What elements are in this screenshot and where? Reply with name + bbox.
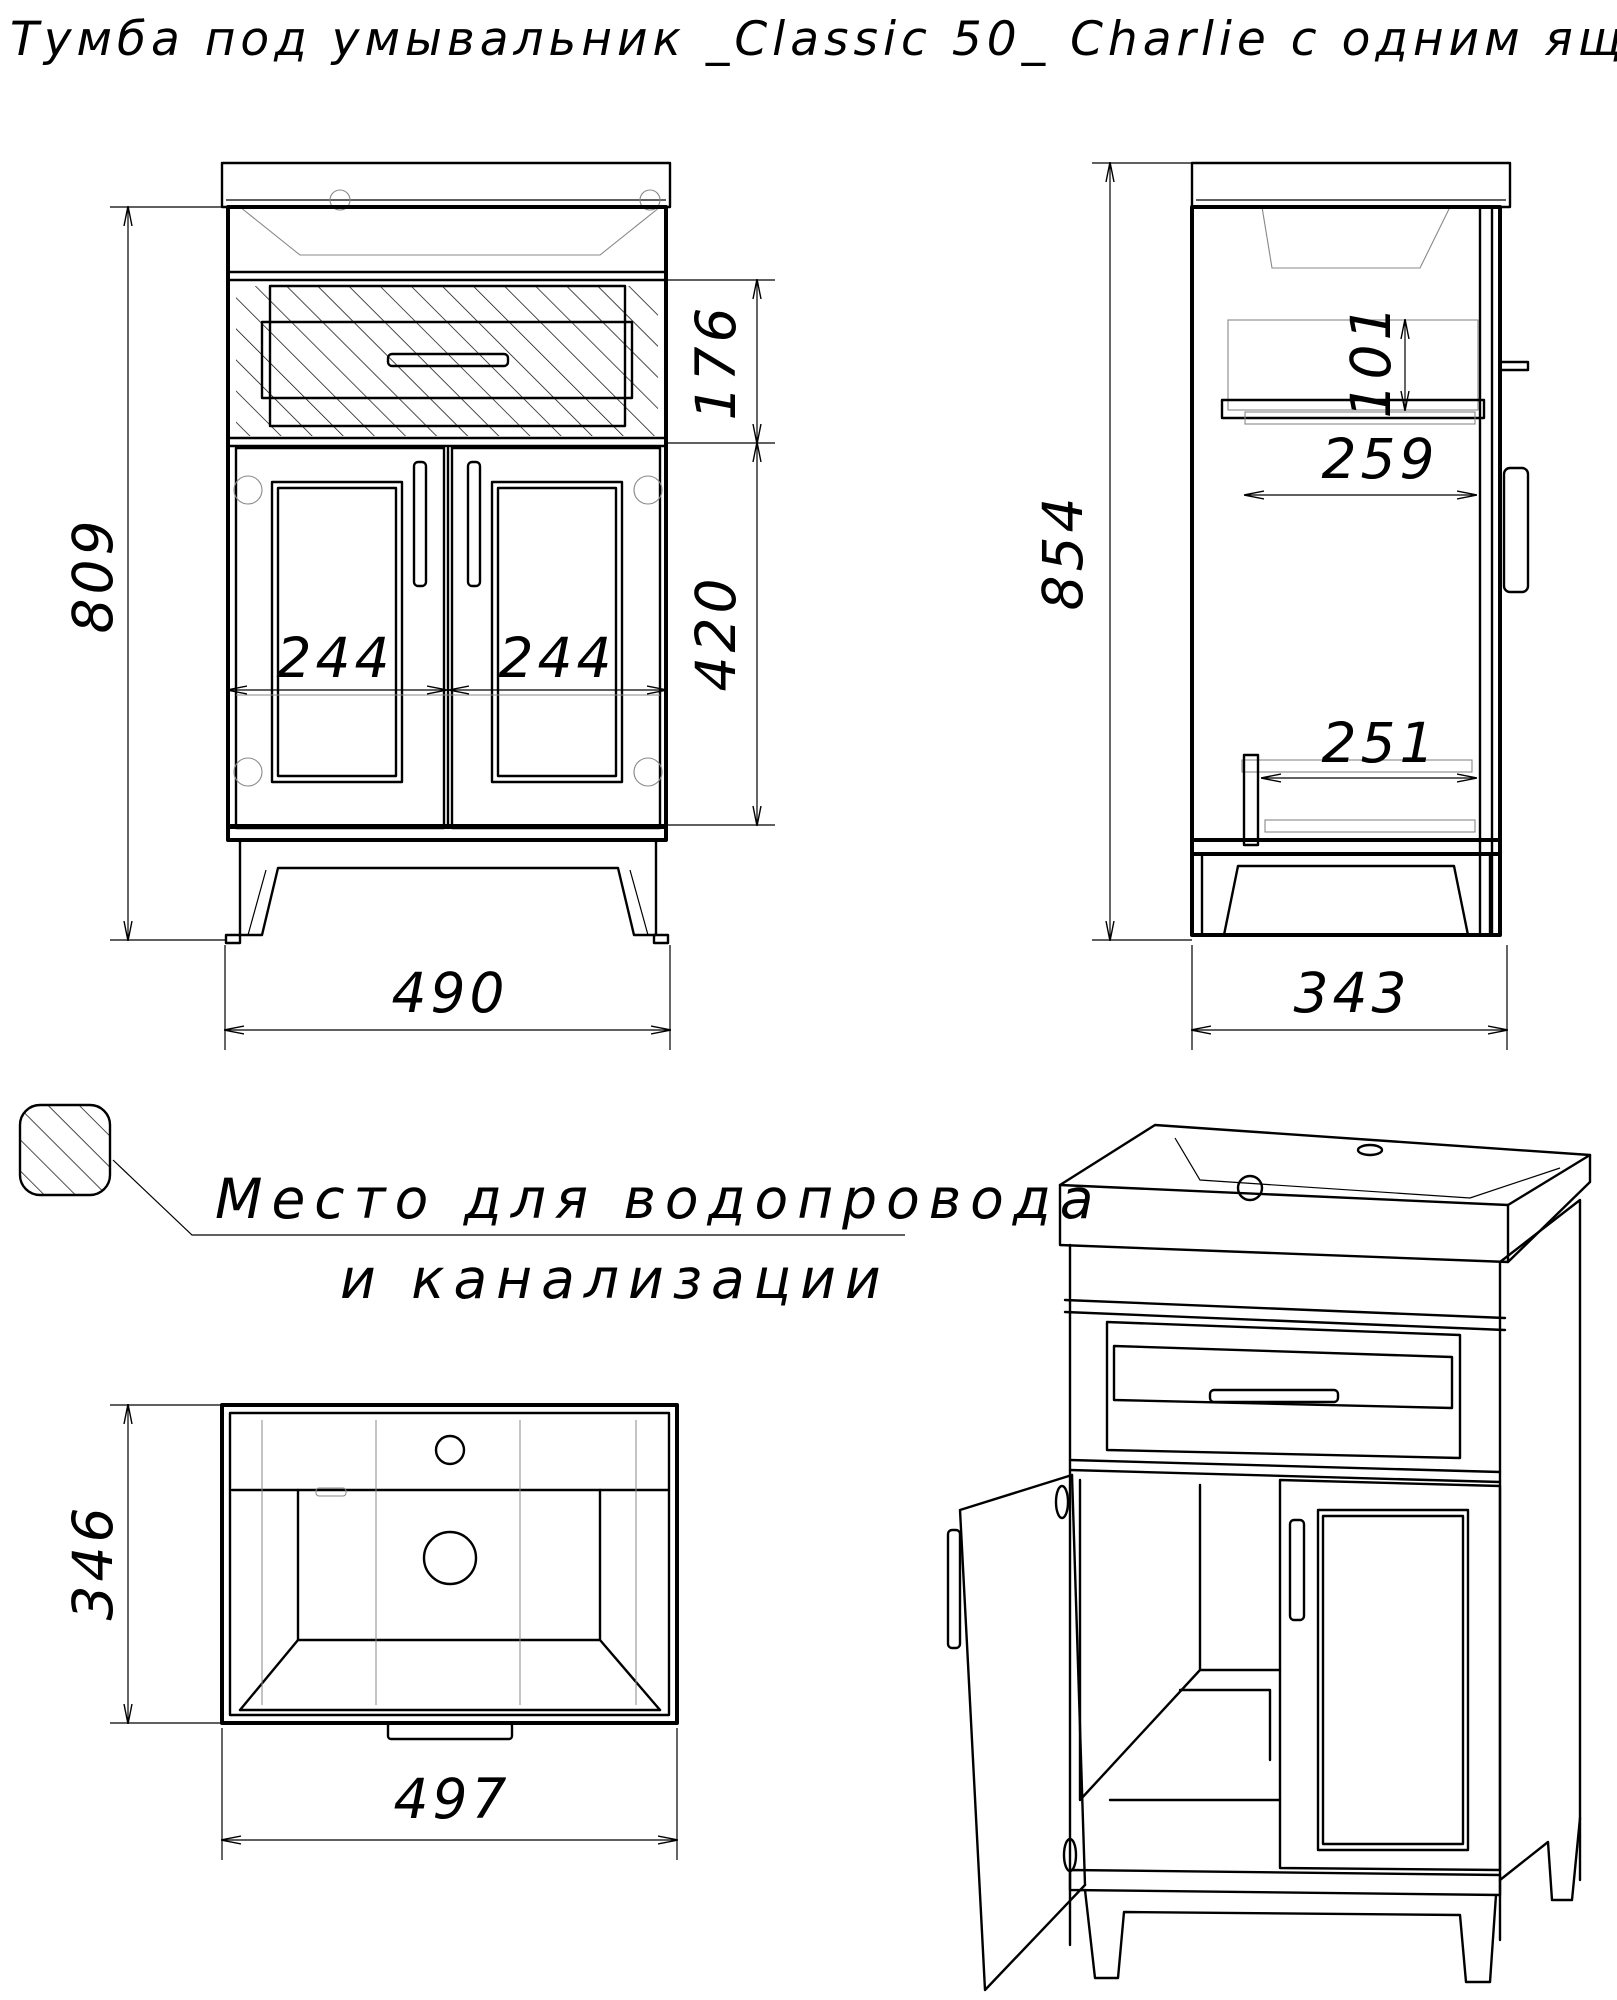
- top-dimension-lines: [110, 1405, 677, 1860]
- dim-drawer-depth: 259: [1322, 427, 1439, 491]
- legend-line1: Место для водопровода: [215, 1167, 1103, 1231]
- dim-side-depth: 343: [1294, 961, 1411, 1025]
- dim-bottom-shelf-depth: 251: [1322, 711, 1439, 775]
- dim-top-width: 497: [394, 1767, 511, 1831]
- front-view: [220, 161, 672, 945]
- side-view: [1190, 161, 1530, 937]
- side-dimension-lines: [1092, 163, 1507, 1050]
- dim-front-width: 490: [392, 961, 509, 1025]
- isometric-view: [946, 1123, 1592, 1992]
- legend-line2: и канализации: [340, 1247, 890, 1311]
- front-dimension-lines: [110, 207, 775, 1050]
- legend-hatch-symbol: [18, 1103, 905, 1236]
- dim-front-height: 809: [61, 517, 125, 634]
- dim-drawer-height: 176: [684, 304, 748, 421]
- dim-door-right-width: 244: [499, 626, 616, 690]
- drawing-title: Тумба под умывальник _Classic 50_ Charli…: [10, 12, 1617, 67]
- top-view: [220, 1403, 679, 1741]
- dim-drawer-front-height: 101: [1339, 302, 1403, 419]
- dim-top-depth: 346: [61, 1504, 125, 1621]
- dim-door-left-width: 244: [277, 626, 394, 690]
- dim-side-height: 854: [1031, 494, 1095, 611]
- dim-door-height: 420: [684, 575, 748, 692]
